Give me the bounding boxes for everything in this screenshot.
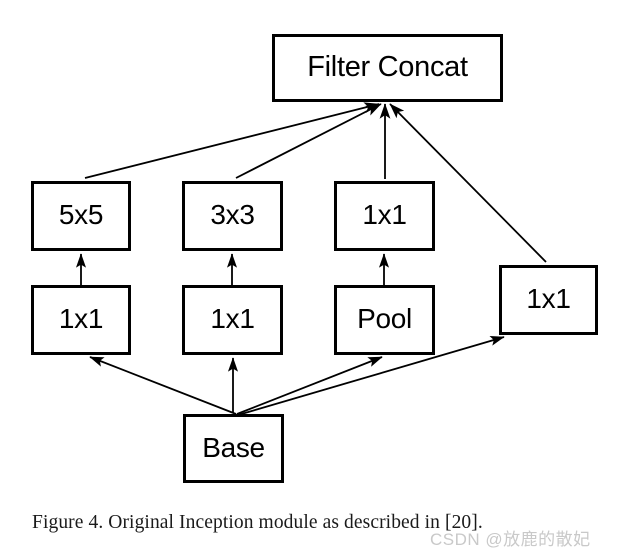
node-filter-concat-label: Filter Concat — [307, 50, 468, 83]
node-conv-5x5-label: 5x5 — [58, 199, 104, 230]
node-pool-label: Pool — [357, 303, 412, 334]
node-base[interactable]: Base — [183, 414, 284, 483]
node-conv-1x1-top[interactable]: 1x1 — [334, 181, 435, 251]
node-conv-1x1-reduce-5x5[interactable]: 1x1 — [31, 285, 131, 355]
node-conv-1x1-reduce-5x5-label: 1x1 — [58, 303, 104, 334]
edge-base-to-conv1x1-a — [89, 356, 237, 415]
edge-conv5x5-to-filter-concat — [84, 102, 380, 179]
node-conv-1x1-projection-label: 1x1 — [526, 283, 571, 314]
node-conv-1x1-reduce-3x3[interactable]: 1x1 — [182, 285, 283, 355]
node-conv-3x3-label: 3x3 — [210, 199, 255, 230]
edge-conv3x3-to-filter-concat — [235, 103, 382, 179]
node-conv-1x1-top-label: 1x1 — [362, 199, 407, 230]
node-conv-1x1-projection[interactable]: 1x1 — [499, 265, 598, 335]
node-conv-1x1-reduce-3x3-label: 1x1 — [210, 303, 255, 334]
node-conv-5x5[interactable]: 5x5 — [31, 181, 131, 251]
edge-base-to-pool — [236, 356, 383, 415]
figure-caption: Figure 4. Original Inception module as d… — [32, 512, 483, 533]
node-filter-concat[interactable]: Filter Concat — [272, 34, 503, 102]
edge-base-to-conv1x1-pool — [237, 336, 505, 416]
node-conv-3x3[interactable]: 3x3 — [182, 181, 283, 251]
node-base-label: Base — [202, 431, 265, 463]
edge-conv1x1-pool-to-filter-concat — [389, 103, 547, 263]
node-pool[interactable]: Pool — [334, 285, 435, 355]
